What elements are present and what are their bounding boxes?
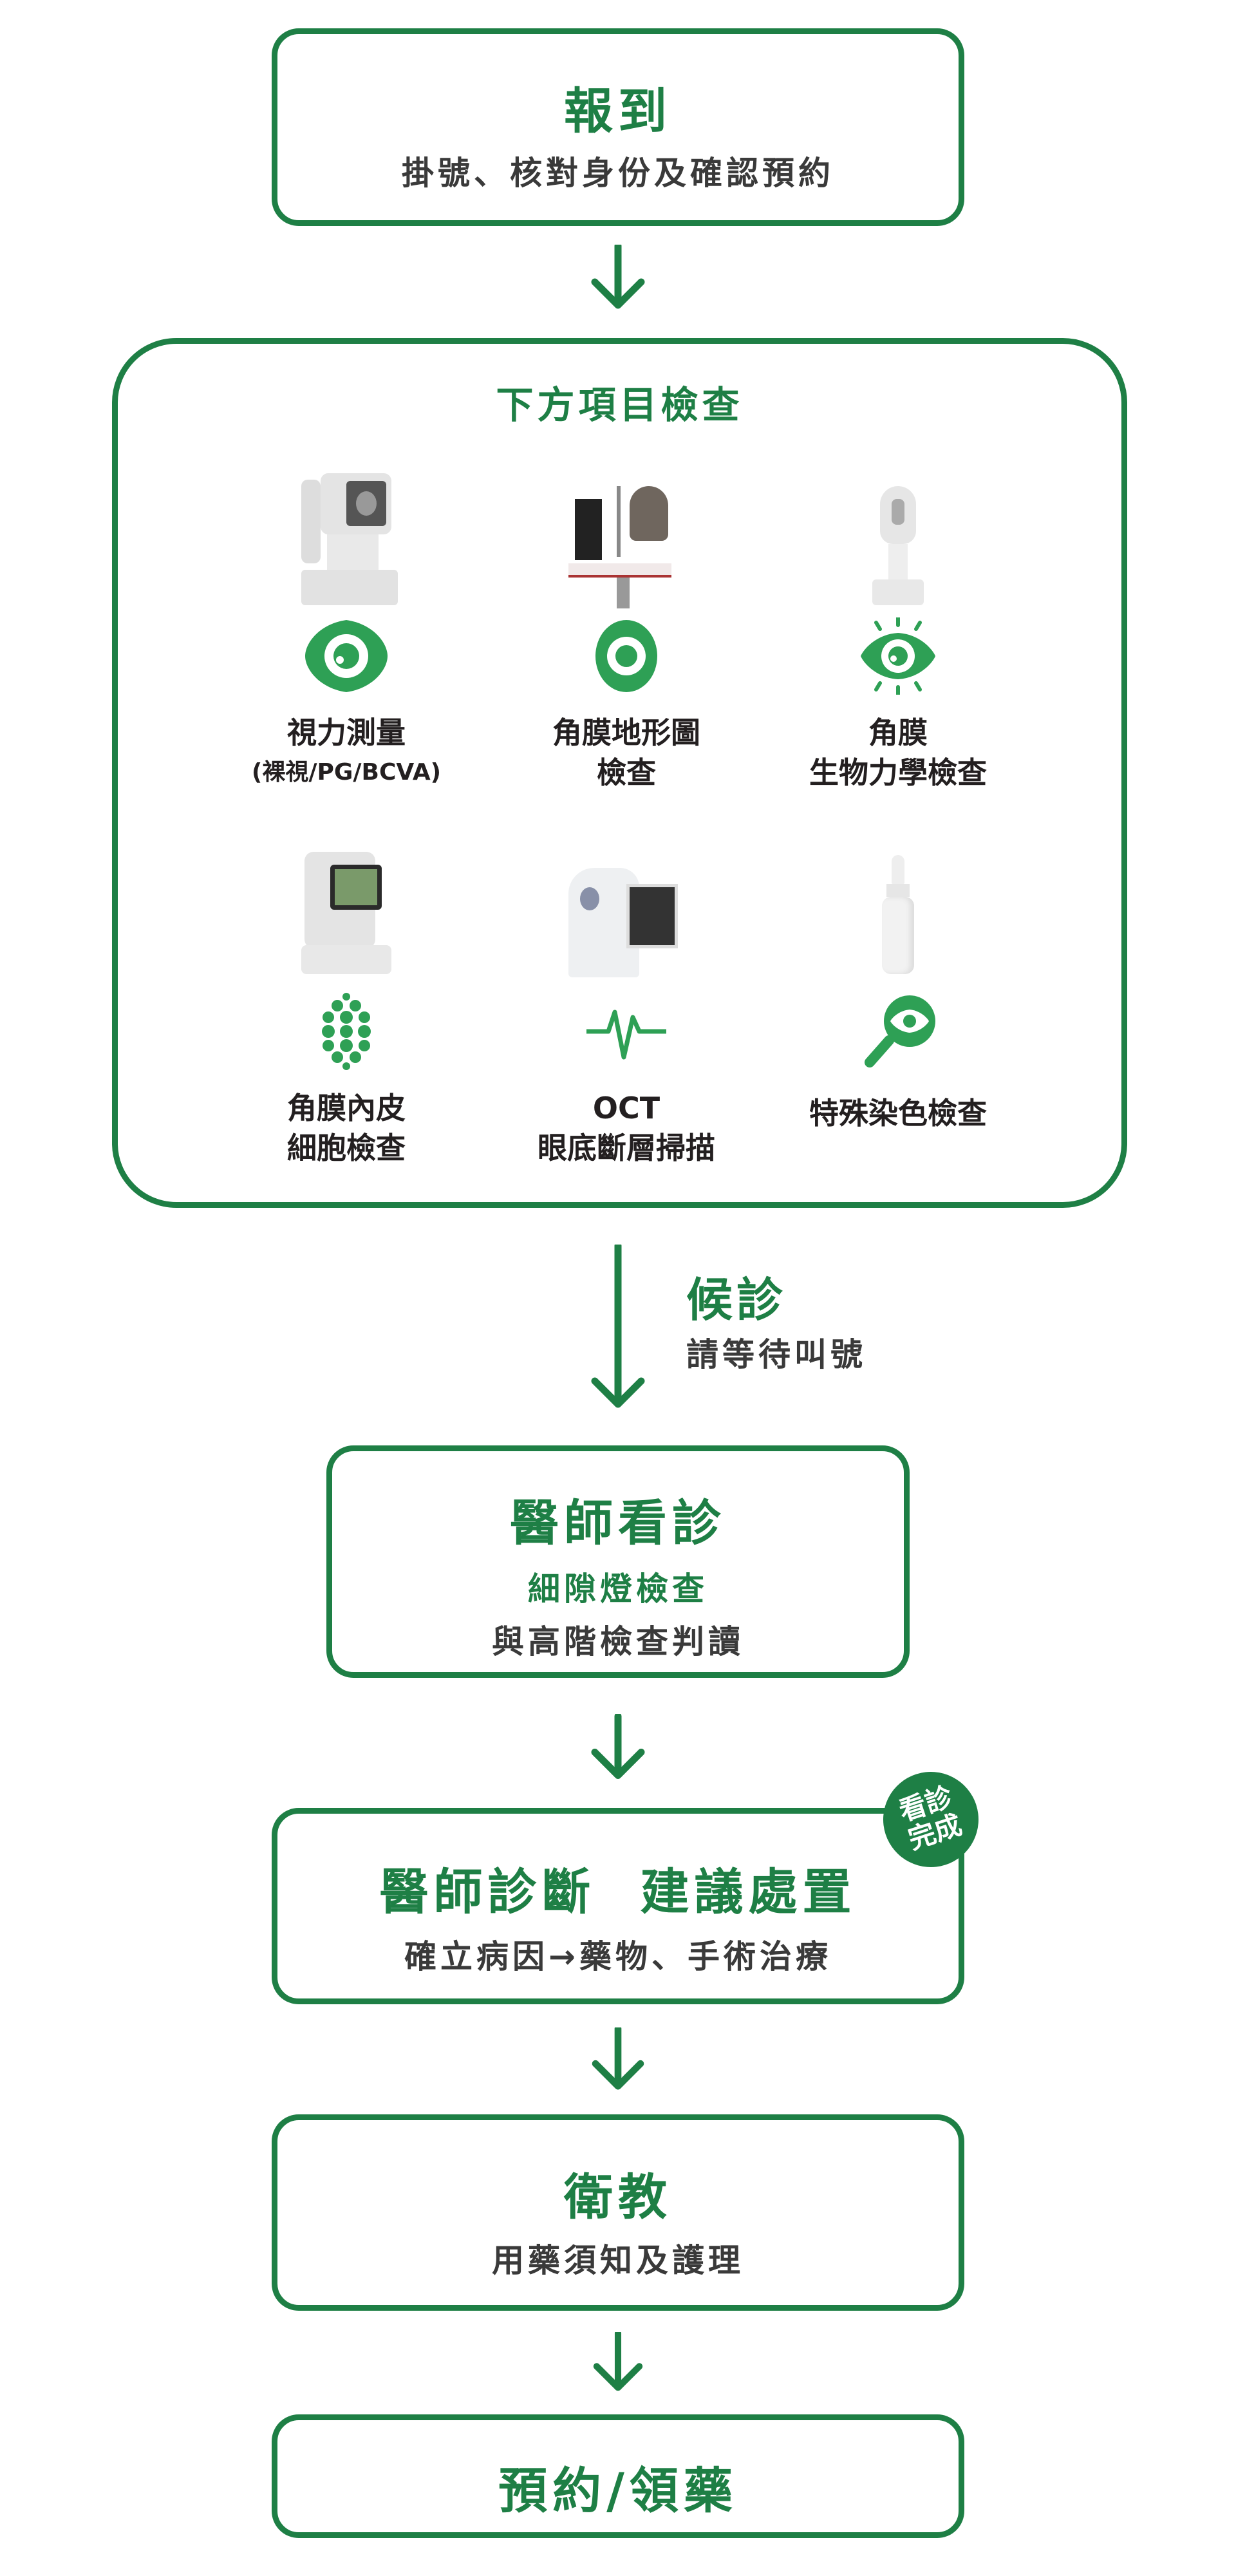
eye-icon bbox=[305, 620, 388, 692]
eye-target-icon bbox=[595, 620, 657, 692]
exam-label: 角膜內皮 bbox=[287, 1091, 406, 1125]
arrow-down-icon bbox=[586, 1245, 650, 1409]
autorefractor-image bbox=[276, 473, 417, 608]
step-title: 衛教 bbox=[564, 2168, 672, 2226]
step-subtitle: 掛號、核對身份及確認預約 bbox=[402, 155, 834, 192]
exam-visual-acuity: 視力測量 (裸視/PG/BCVA) bbox=[211, 473, 482, 793]
step-title: 預約/領藥 bbox=[498, 2462, 738, 2519]
exam-corneal-topography: 角膜地形圖檢查 bbox=[491, 473, 762, 793]
oct-image bbox=[556, 849, 697, 984]
step-subtitle: 確立病因→藥物、手術治療 bbox=[404, 1938, 832, 1975]
exams-title: 下方項目檢查 bbox=[496, 383, 744, 427]
eye-radiant-icon bbox=[861, 617, 935, 695]
exam-label: 角膜地形圖 bbox=[552, 715, 700, 750]
exam-oct: OCT 眼底斷層掃描 bbox=[491, 849, 762, 1168]
step-checkin: 報到 掛號、核對身份及確認預約 bbox=[272, 28, 964, 226]
exam-label: 角膜 bbox=[868, 715, 928, 750]
arrow-down-icon bbox=[586, 1714, 650, 1780]
exam-label-sub: 檢查 bbox=[597, 755, 656, 790]
exam-label: 特殊染色檢查 bbox=[809, 1096, 987, 1131]
arrow-down-icon bbox=[586, 245, 650, 309]
step-consult: 醫師看診 細隙燈檢查 與高階檢查判讀 bbox=[326, 1445, 910, 1678]
step-appointment: 預約/領藥 bbox=[272, 2414, 964, 2538]
step-line1: 細隙燈檢查 bbox=[528, 1570, 708, 1608]
pulse-icon bbox=[586, 1010, 666, 1060]
magnifier-eye-icon bbox=[865, 995, 935, 1067]
exam-corneal-biomechanics: 角膜生物力學檢查 bbox=[763, 473, 1033, 793]
exam-label-sub: (裸視/PG/BCVA) bbox=[251, 759, 442, 785]
specular-microscope-image bbox=[276, 849, 417, 984]
exam-endothelial-cell: 角膜內皮細胞檢查 bbox=[211, 849, 482, 1168]
step-education: 衛教 用藥須知及護理 bbox=[272, 2114, 964, 2311]
exam-special-stain: 特殊染色檢查 bbox=[763, 849, 1033, 1133]
exam-label: 視力測量 bbox=[287, 715, 406, 750]
cells-icon bbox=[322, 993, 371, 1070]
step-title: 報到 bbox=[564, 82, 672, 140]
step-title: 醫師看診 bbox=[510, 1494, 726, 1552]
exam-label: OCT bbox=[592, 1091, 660, 1125]
waiting-title: 候診 bbox=[686, 1273, 787, 1327]
exam-label-sub: 細胞檢查 bbox=[287, 1131, 406, 1165]
exam-label-sub: 生物力學檢查 bbox=[809, 755, 987, 790]
exam-label-sub: 眼底斷層掃描 bbox=[538, 1131, 715, 1165]
arrow-down-icon bbox=[586, 2027, 650, 2090]
topographer-image bbox=[556, 473, 697, 608]
waiting-subtitle: 請等待叫號 bbox=[686, 1336, 866, 1373]
step-line2: 與高階檢查判讀 bbox=[492, 1623, 744, 1660]
corvis-image bbox=[827, 473, 969, 608]
eye-drop-bottle-image bbox=[827, 849, 969, 984]
arrow-down-icon bbox=[586, 2332, 650, 2391]
exams-panel: 下方項目檢查 bbox=[112, 338, 1127, 1208]
step-subtitle: 用藥須知及護理 bbox=[492, 2242, 744, 2279]
step-diagnosis: 醫師診斷 建議處置 確立病因→藥物、手術治療 bbox=[272, 1808, 964, 2004]
step-title: 醫師診斷 建議處置 bbox=[379, 1863, 857, 1921]
